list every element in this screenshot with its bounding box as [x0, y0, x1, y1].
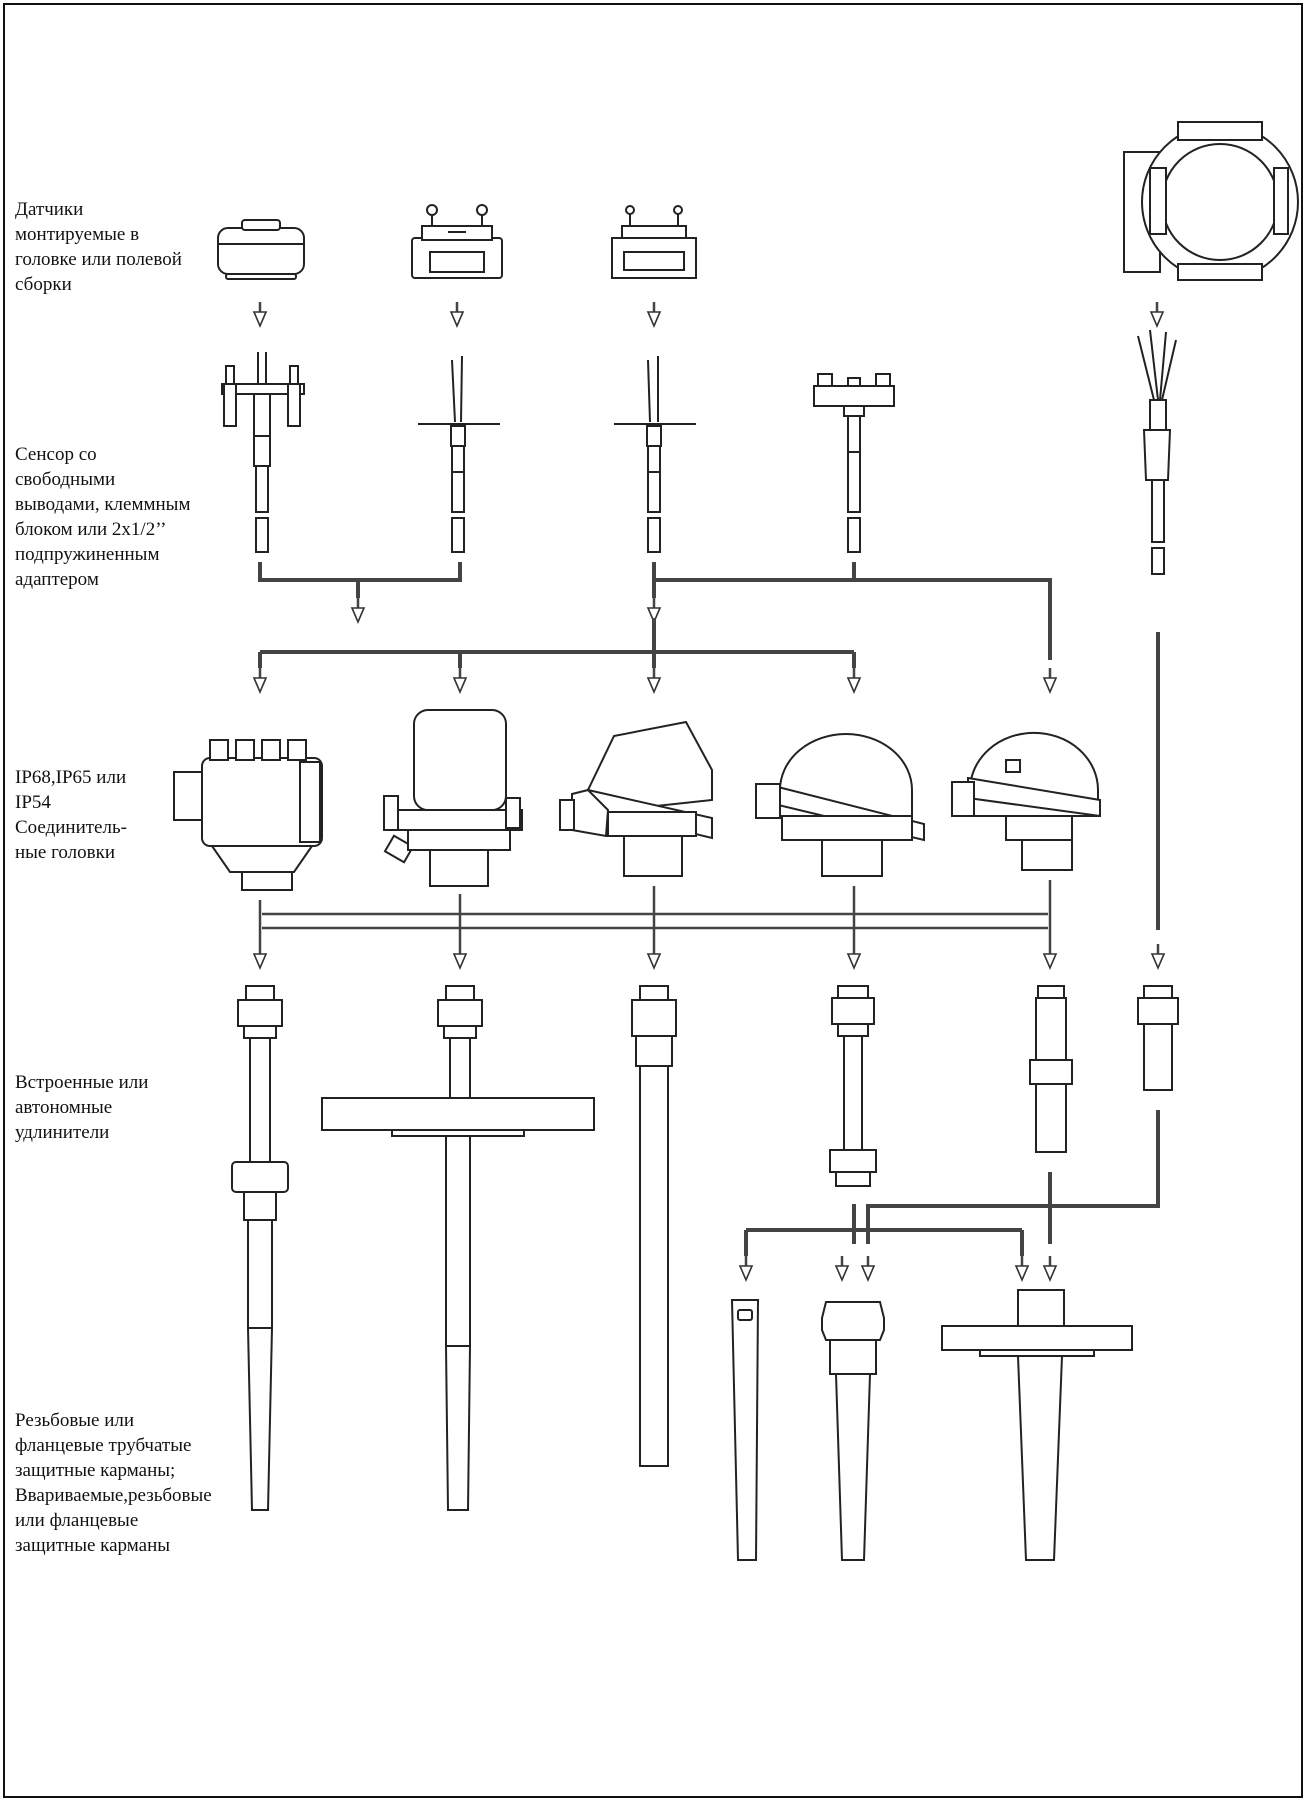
terminal-transmitter-icon [412, 205, 502, 278]
flow-arrow [836, 1256, 848, 1280]
flow-arrow [1151, 302, 1163, 326]
flow-arrow [1016, 1256, 1028, 1280]
thermowell-threaded-icon [822, 1302, 884, 1560]
flow-arrow [740, 1256, 752, 1280]
flow-arrow [648, 944, 660, 968]
terminal-head-hinged-icon [560, 722, 712, 876]
sensor-spring-leads-icon [222, 352, 304, 552]
sensor-cable-leads-icon [1138, 330, 1176, 574]
field-housing-icon [1124, 122, 1298, 280]
terminal-transmitter-icon [612, 206, 696, 278]
extension-long-icon [232, 986, 288, 1510]
sensor-flying-leads-icon [614, 356, 696, 552]
extension-nipple-icon [830, 986, 876, 1186]
flow-arrow [648, 668, 660, 692]
thermowell-weld-in-icon [732, 1300, 758, 1560]
flow-arrow [254, 944, 266, 968]
flow-arrow [862, 1256, 874, 1280]
terminal-head-ip68-icon [174, 740, 322, 890]
extension-short-icon [1138, 986, 1178, 1090]
connector-line [260, 618, 854, 668]
head-transmitter-icon [218, 220, 304, 279]
thermowell-flanged-icon [942, 1290, 1132, 1560]
flow-arrow [451, 302, 463, 326]
flow-arrow [352, 598, 364, 622]
connector-line [260, 880, 1050, 944]
connector-line [654, 562, 1050, 660]
flow-arrow [848, 668, 860, 692]
connector-line [746, 1110, 1158, 1256]
terminal-head-compact-icon [952, 733, 1100, 870]
flow-arrow [1152, 944, 1164, 968]
flow-arrow [648, 302, 660, 326]
connector-line [260, 562, 460, 598]
flow-arrow [454, 668, 466, 692]
extension-flanged-icon [322, 986, 594, 1510]
sensor-flying-leads-icon [418, 356, 500, 552]
terminal-head-dome-icon [756, 734, 924, 876]
flow-arrow [1044, 668, 1056, 692]
flow-arrow [254, 668, 266, 692]
flow-arrow [1044, 1256, 1056, 1280]
flow-arrow [1044, 944, 1056, 968]
terminal-head-tall-icon [384, 710, 522, 886]
extension-union-icon [1030, 986, 1072, 1152]
flow-arrow [254, 302, 266, 326]
flow-arrow [848, 944, 860, 968]
extension-straight-icon [632, 986, 676, 1466]
sensor-terminal-block-icon [814, 374, 894, 552]
flow-arrow [454, 944, 466, 968]
